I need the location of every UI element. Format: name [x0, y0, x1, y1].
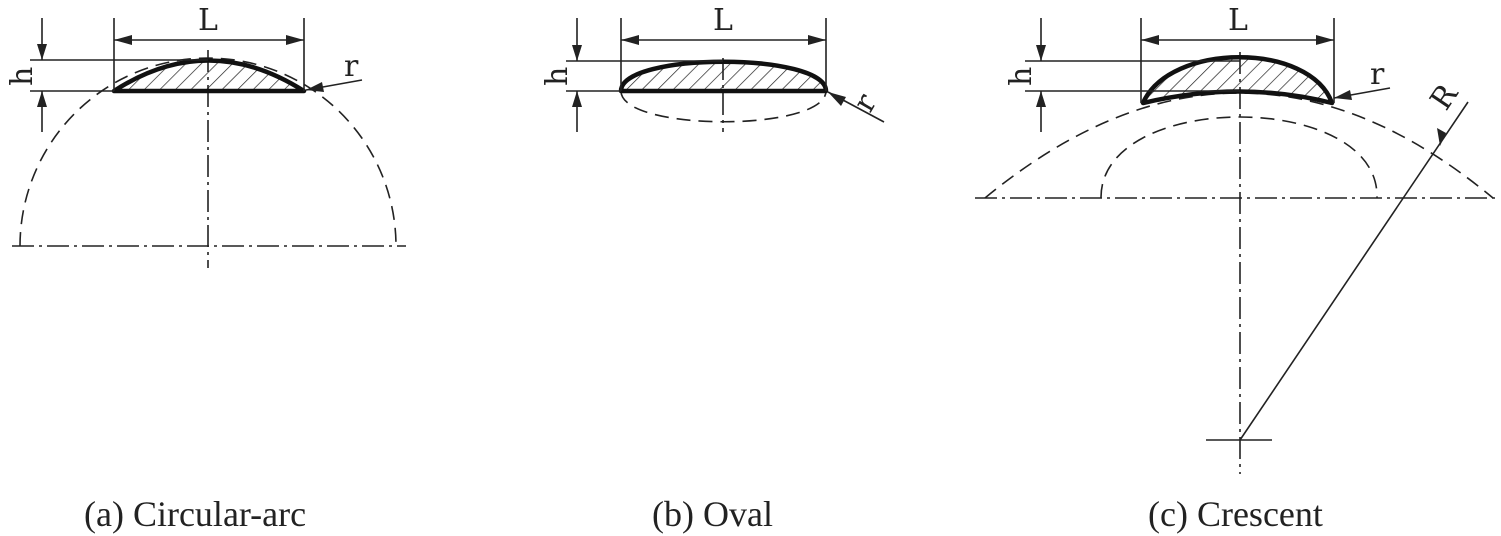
- arrowhead: [306, 82, 324, 92]
- dimension-label-h: h: [5, 67, 40, 86]
- radius-label-r: r: [1370, 57, 1385, 92]
- dimension-label-L: L: [198, 3, 218, 38]
- arrowhead: [1141, 35, 1159, 45]
- radius-label-R: R: [1424, 77, 1466, 116]
- arrowhead: [1316, 35, 1334, 45]
- panel-oval: L h r (b) Oval: [540, 3, 884, 534]
- dimension-label-h: h: [540, 67, 575, 86]
- arrowhead: [1334, 90, 1352, 100]
- oval-profile: [618, 59, 829, 94]
- crescent-profile: [1140, 55, 1335, 106]
- dimension-label-h: h: [1004, 67, 1039, 86]
- panel-circular-arc: L h r (a) Circular-arc: [5, 3, 406, 534]
- caption: (c) Crescent: [1148, 494, 1323, 534]
- construction-arc-inner: [1100, 116, 1378, 199]
- radius-leader-R: [1239, 101, 1469, 441]
- radius-label-r: r: [847, 88, 885, 118]
- arrowhead: [621, 35, 639, 45]
- dimension-label-L: L: [713, 3, 733, 38]
- arrowhead: [37, 44, 47, 60]
- caption: (b) Oval: [652, 494, 773, 534]
- arrowhead: [1437, 128, 1446, 146]
- arrowhead: [1036, 91, 1046, 107]
- radius-label-r: r: [344, 49, 359, 84]
- panel-crescent: L h r R (c) Crescent: [975, 3, 1500, 534]
- arrowhead: [828, 92, 846, 106]
- arrowhead: [1036, 45, 1046, 61]
- arrowhead: [808, 35, 826, 45]
- arrowhead: [572, 45, 582, 61]
- arrowhead: [286, 35, 304, 45]
- caption: (a) Circular-arc: [84, 494, 306, 534]
- dimension-label-L: L: [1228, 3, 1248, 38]
- arrowhead: [37, 91, 47, 107]
- construction-arc-outer: [984, 92, 1494, 199]
- circular-arc-profile: [111, 58, 307, 94]
- arrowhead: [114, 35, 132, 45]
- arrowhead: [572, 91, 582, 107]
